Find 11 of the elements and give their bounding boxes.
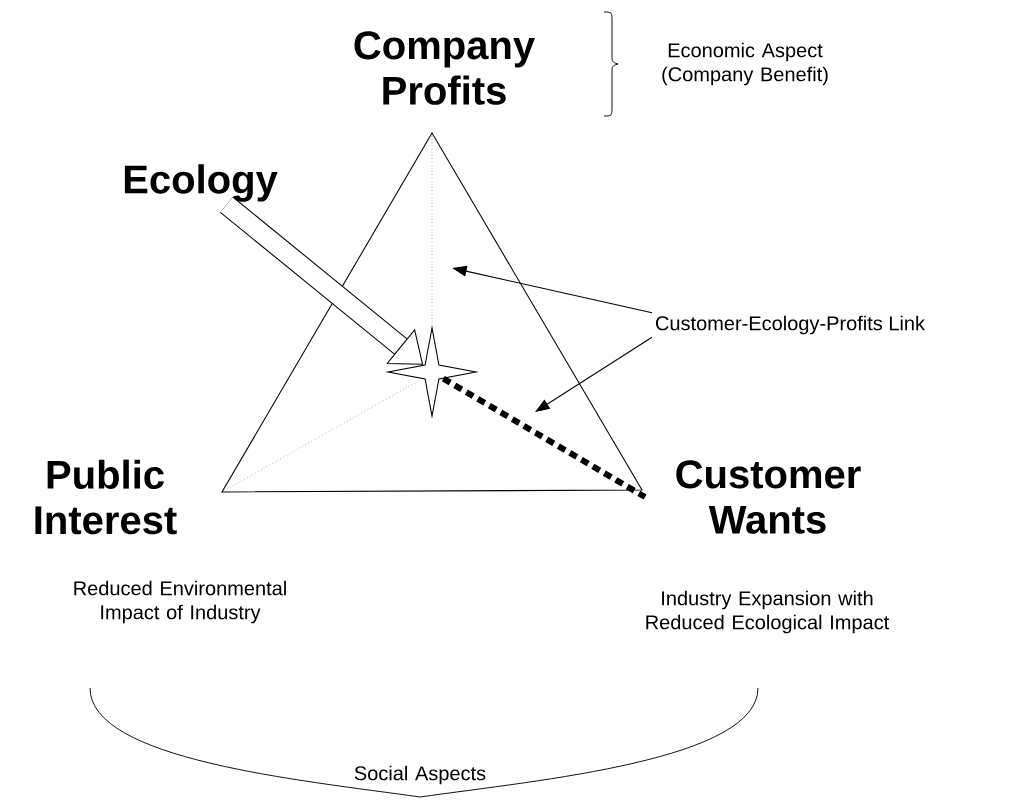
heading: Public Interest (35, 459, 177, 535)
label-text: Economic Aspect (Company Benefit) (662, 42, 828, 86)
label-text: Social Aspects (354, 765, 486, 785)
heading: Company Profits (354, 31, 535, 105)
callout-text: Customer-Ecology-Profits Link (656, 315, 925, 335)
heading: Ecology (124, 164, 278, 202)
heading: Customer Wants (676, 460, 861, 534)
caption-text: Reduced Environmental Impact of Industry (74, 580, 286, 624)
leader-arrow (535, 336, 653, 412)
caption-text: Industry Expansion with Reduced Ecological Impact (646, 590, 890, 634)
block-arrow (220, 196, 424, 365)
